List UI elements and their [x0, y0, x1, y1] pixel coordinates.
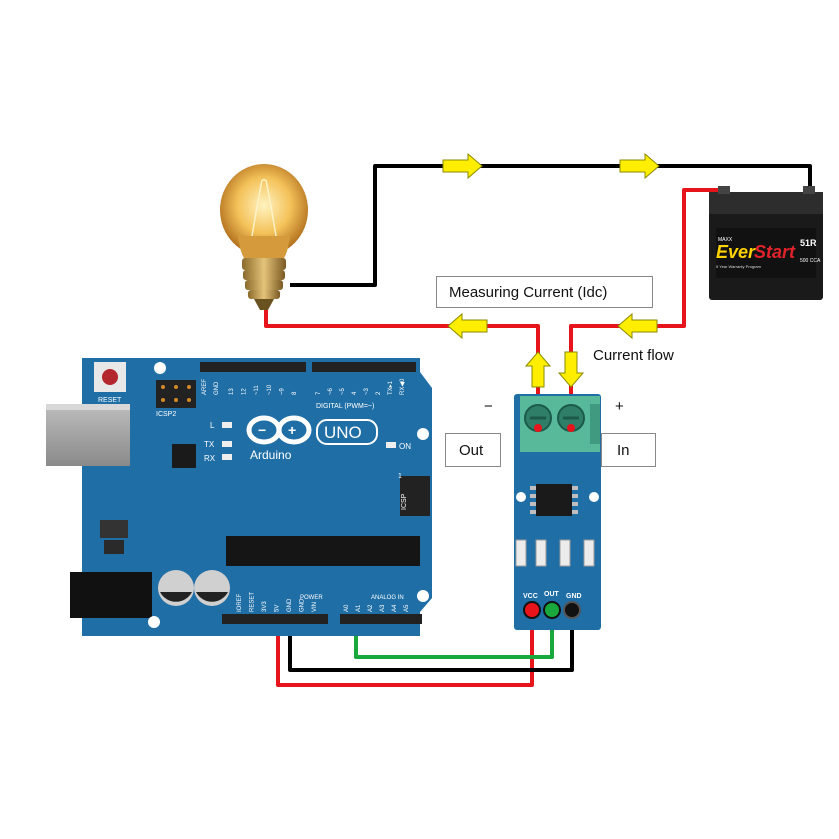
- uno-logo-box: [316, 419, 378, 445]
- reset-label: RESET: [98, 397, 122, 404]
- light-bulb-icon: [220, 164, 308, 310]
- digital-pin-label: 8: [292, 391, 298, 395]
- yellow-arrow-icon: [619, 152, 660, 180]
- power-label: POWER: [300, 595, 323, 601]
- sensor-out-label: OUT: [544, 591, 560, 598]
- power-pin-label: GND: [300, 598, 306, 612]
- led-on-label: ON: [399, 442, 411, 451]
- digital-pin-label: 4: [352, 391, 358, 395]
- analog-pin-label: A1: [356, 604, 362, 612]
- digital-pin-label: ~6: [328, 387, 334, 395]
- power-pin-labels: IOREF RESET 3V3 5V GND GND VIN: [237, 592, 318, 612]
- digital-pin-label: 13: [229, 388, 235, 395]
- led-tx-label: TX: [204, 440, 215, 449]
- minus-sign: −: [484, 398, 493, 415]
- battery-model: 51R: [800, 238, 817, 248]
- digital-pin-label: ~11: [254, 385, 260, 395]
- current-arrows: [442, 152, 660, 388]
- digital-pin-label: TX▸1: [388, 380, 394, 395]
- icsp-one-label: 1: [398, 473, 402, 480]
- sensor-gnd-label: GND: [566, 593, 582, 600]
- digital-pin-label: ~5: [340, 387, 346, 395]
- yellow-arrow-icon: [524, 351, 552, 388]
- digital-pin-label: ~9: [279, 387, 285, 395]
- red-wire-vcc-to-5v: [276, 610, 534, 687]
- pin-gnd: [563, 601, 581, 619]
- measuring-current-label: Measuring Current (Idc): [436, 276, 653, 308]
- led-rx-label: RX: [204, 454, 216, 463]
- analog-pin-label: A4: [392, 604, 398, 612]
- digital-pin-label: RX◀0: [400, 378, 406, 395]
- analog-pin-label: A5: [404, 604, 410, 612]
- power-pin-label: IOREF: [237, 593, 243, 612]
- in-text: In: [617, 441, 630, 459]
- analog-pin-label: A0: [344, 604, 350, 612]
- digital-header: [200, 362, 306, 372]
- arduino-uno-board: − +: [46, 358, 432, 636]
- aref-label: AREF: [202, 379, 208, 395]
- dc-jack: [70, 572, 152, 618]
- digital-pin-label: 12: [242, 388, 248, 395]
- measuring-current-text: Measuring Current (Idc): [449, 283, 608, 301]
- usb-connector: [46, 404, 130, 466]
- power-pin-label: GND: [287, 598, 293, 612]
- power-pin-label: RESET: [250, 592, 256, 612]
- yellow-arrow-icon: [447, 312, 488, 340]
- icsp-label: ICSP: [401, 493, 408, 510]
- board-pcb: [82, 358, 432, 636]
- arduino-infinity-icon: [246, 415, 312, 445]
- analog-label: ANALOG IN: [371, 595, 404, 601]
- out-label: Out: [445, 433, 501, 467]
- green-wire-out-to-a0: [354, 610, 554, 659]
- power-header: [222, 614, 328, 624]
- in-label: In: [601, 433, 656, 467]
- digital-pin-labels: 13 12 ~11 ~10 ~9 8 7 ~6 ~5 4 ~3 2 TX▸1 RX◀0: [229, 378, 406, 395]
- battery-cca: 500 CCA: [800, 258, 821, 264]
- analog-header: [340, 614, 422, 624]
- led-l-label: L: [210, 421, 215, 430]
- pin-vcc: [523, 601, 541, 619]
- uno-logo-text: UNO: [324, 423, 362, 442]
- digital-pin-label: ~10: [267, 384, 273, 395]
- current-flow-label: Current flow: [593, 347, 674, 364]
- gnd-top-label: GND: [214, 381, 220, 395]
- svg-text:−: −: [258, 422, 266, 438]
- pin-out: [543, 601, 561, 619]
- sensor-chip: [536, 484, 572, 516]
- digital-pin-label: 7: [316, 391, 322, 395]
- yellow-arrow-icon: [557, 351, 585, 388]
- out-text: Out: [459, 441, 484, 459]
- battery-brand-start: Start: [754, 242, 796, 262]
- power-pin-label: 5V: [275, 605, 281, 612]
- black-wire-bulb-to-battery: [290, 164, 812, 287]
- battery-maxx-text: MAXX: [718, 237, 733, 243]
- svg-text:+: +: [288, 422, 296, 438]
- black-wire-gnd-to-gnd: [288, 610, 574, 672]
- current-sensor-module: [514, 394, 601, 630]
- analog-pin-label: A2: [368, 604, 374, 612]
- icsp2-label: ICSP2: [156, 411, 176, 418]
- yellow-arrow-icon: [617, 312, 658, 340]
- car-battery-icon: [709, 186, 823, 300]
- yellow-arrow-icon: [442, 152, 483, 180]
- analog-pin-labels: A0 A1 A2 A3 A4 A5: [344, 604, 410, 612]
- arduino-logo-text: Arduino: [250, 448, 292, 462]
- digital-pin-label: 2: [376, 391, 382, 395]
- sensor-vcc-label: VCC: [523, 593, 538, 600]
- analog-pin-label: A3: [380, 604, 386, 612]
- power-pin-label: 3V3: [262, 601, 268, 612]
- digital-pin-label: ~3: [364, 387, 370, 395]
- power-pin-label: VIN: [312, 602, 318, 612]
- digital-label: DIGITAL (PWM=~): [316, 403, 374, 410]
- plus-sign: +: [615, 398, 624, 415]
- battery-warranty: 5 Year Warranty Program: [716, 264, 762, 269]
- battery-brand-ever: Ever: [716, 242, 756, 262]
- atmega-chip: [226, 536, 420, 566]
